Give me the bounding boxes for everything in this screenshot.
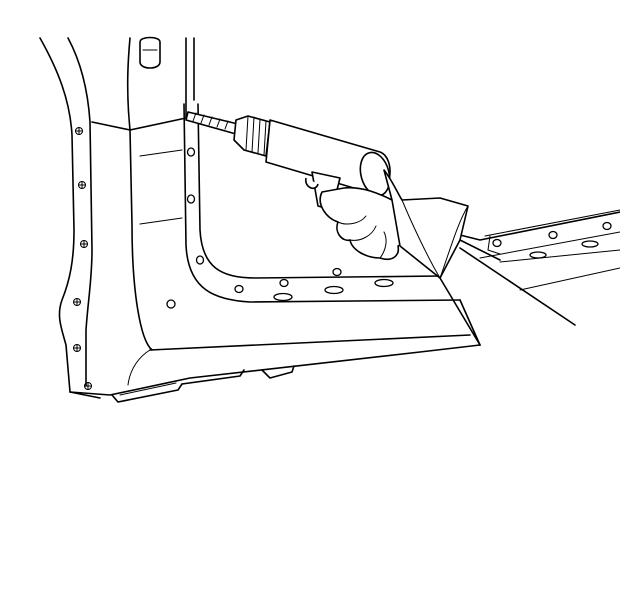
pillar-right-edge (126, 37, 153, 351)
drill-bit (185, 111, 239, 135)
door-opening-flange-outer (183, 103, 461, 303)
glove-cuff (383, 169, 469, 279)
flange-holes (166, 147, 612, 309)
rocker-upper-line (149, 334, 471, 351)
upper-slot (139, 36, 161, 69)
pillar-inner-flange (67, 37, 93, 387)
spot-weld-markers (73, 127, 92, 390)
pillar-outer-edge (39, 37, 101, 399)
door-opening-flange-inner (197, 103, 441, 279)
pillar-belt-line (91, 117, 187, 131)
rocker-lower-edge (69, 344, 481, 396)
gloved-hand-icon (319, 169, 501, 346)
body-panel (39, 36, 620, 403)
rear-rocker-lower (459, 247, 576, 326)
